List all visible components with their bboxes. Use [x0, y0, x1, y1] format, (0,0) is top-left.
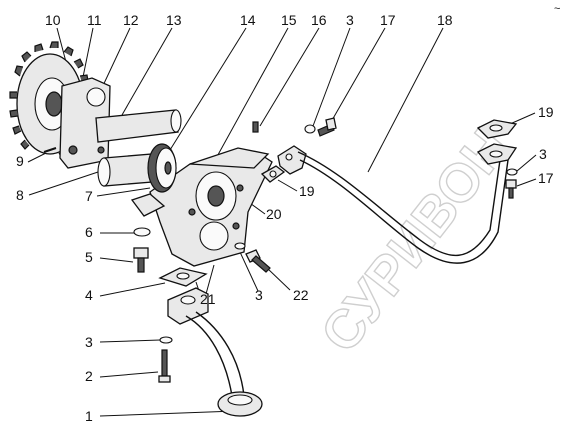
- pin: [43, 147, 57, 153]
- bushing: [97, 153, 153, 187]
- callout-11: 11: [87, 12, 102, 28]
- callout-7: 7: [85, 188, 93, 204]
- pipe-flange: [277, 145, 307, 175]
- callout-10: 10: [45, 12, 61, 28]
- callout-16: 16: [311, 12, 327, 28]
- stud: [252, 121, 259, 133]
- bolt-left: [133, 247, 149, 273]
- callout-1: 1: [85, 408, 93, 424]
- callout-13: 13: [166, 12, 182, 28]
- callout-3-lower: 3: [85, 334, 93, 350]
- callout-3-mid: 3: [255, 287, 263, 303]
- callout-20: 20: [266, 206, 282, 222]
- intake-flange: [167, 287, 209, 325]
- callout-19-right: 19: [538, 104, 554, 120]
- callout-17-right: 17: [538, 170, 554, 186]
- callout-19-center: 19: [299, 183, 315, 199]
- callout-8: 8: [16, 187, 24, 203]
- washer-right: [506, 168, 518, 176]
- pump-body: [130, 147, 273, 267]
- washer-lower: [159, 336, 173, 344]
- drive-shaft: [95, 109, 182, 143]
- intake-gasket: [158, 267, 208, 287]
- callouts: 10 11 12 13 14 15 16 3 17 18 19 3 17 9 8…: [16, 12, 554, 424]
- washer-mid: [234, 242, 246, 250]
- bolt-right: [505, 179, 517, 199]
- bolt-upper: [317, 117, 337, 137]
- washer-left: [133, 227, 151, 237]
- callout-15: 15: [281, 12, 297, 28]
- washer-upper: [304, 124, 316, 134]
- bolt-mid: [245, 249, 271, 273]
- callout-6: 6: [85, 224, 93, 240]
- callout-2: 2: [85, 368, 93, 384]
- callout-22: 22: [293, 287, 309, 303]
- callout-4: 4: [85, 287, 93, 303]
- callout-14: 14: [240, 12, 256, 28]
- tube-flange-lower: [476, 143, 518, 165]
- callout-3-top: 3: [346, 12, 354, 28]
- delivery-tube: [297, 151, 509, 264]
- bolt-lower: [158, 349, 171, 383]
- callout-9: 9: [16, 153, 24, 169]
- pump-gear: [147, 143, 177, 193]
- leader-lines: [27, 27, 537, 417]
- tube-flange-upper: [476, 119, 518, 139]
- corner-mark: ~: [554, 3, 560, 15]
- callout-3-right: 3: [539, 146, 547, 162]
- callout-21: 21: [200, 291, 216, 307]
- callout-12: 12: [123, 12, 139, 28]
- pump-flange-gasket: [260, 165, 286, 183]
- callout-18: 18: [437, 12, 453, 28]
- intake-tube: [185, 311, 263, 417]
- callout-5: 5: [85, 249, 93, 265]
- callout-17-top: 17: [380, 12, 396, 28]
